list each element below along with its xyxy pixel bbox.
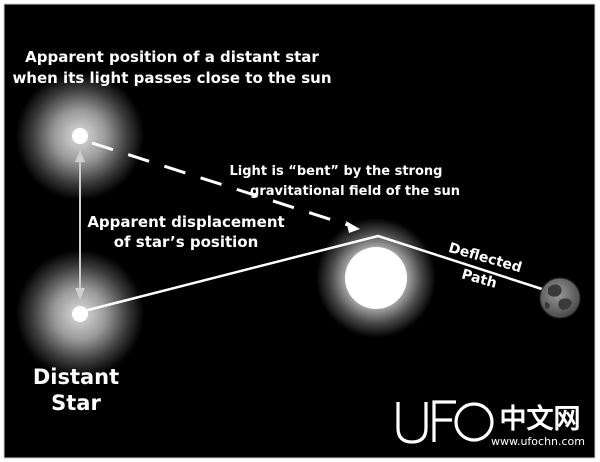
light-bent-label-line1: Light is “bent” by the strong — [230, 164, 443, 179]
apparent-star-icon — [16, 72, 144, 200]
apparent-star-core — [72, 128, 88, 144]
sun-icon — [316, 218, 436, 338]
logo-letter-f — [432, 400, 456, 442]
displacement-arrow — [75, 150, 85, 300]
arrow-head-down — [75, 288, 85, 300]
apparent-path-arrowhead — [346, 221, 360, 233]
displacement-label-line1: Apparent displacement — [87, 213, 284, 231]
watermark-cjk: 中文网 — [500, 403, 581, 435]
earth-land-1 — [548, 284, 562, 297]
arrow-head-up — [75, 150, 85, 162]
distant-star-core — [72, 306, 88, 322]
logo-letter-u — [396, 402, 428, 444]
watermark-logo: 中文网 www.ufochn.com — [396, 400, 585, 448]
displacement-label-line2: of star’s position — [114, 233, 259, 251]
apparent-light-path — [91, 141, 360, 233]
earth-globe — [539, 277, 581, 319]
apparent-position-label-line2: when its light passes close to the sun — [12, 69, 331, 87]
sun-disc — [345, 247, 407, 309]
earth-icon — [539, 277, 581, 319]
watermark-url: www.ufochn.com — [491, 435, 585, 448]
deflected-light-path — [83, 234, 546, 313]
star-icon — [16, 250, 144, 378]
distant-star-label-line1: Distant — [33, 365, 119, 389]
logo-letter-o — [454, 402, 494, 442]
distant-star-label-line2: Star — [51, 391, 101, 415]
earth-land-2 — [558, 298, 572, 310]
apparent-position-label-line1: Apparent position of a distant star — [25, 48, 319, 66]
earth-land-3 — [545, 302, 550, 309]
light-bent-label-line2: gravitational field of the sun — [250, 184, 460, 199]
